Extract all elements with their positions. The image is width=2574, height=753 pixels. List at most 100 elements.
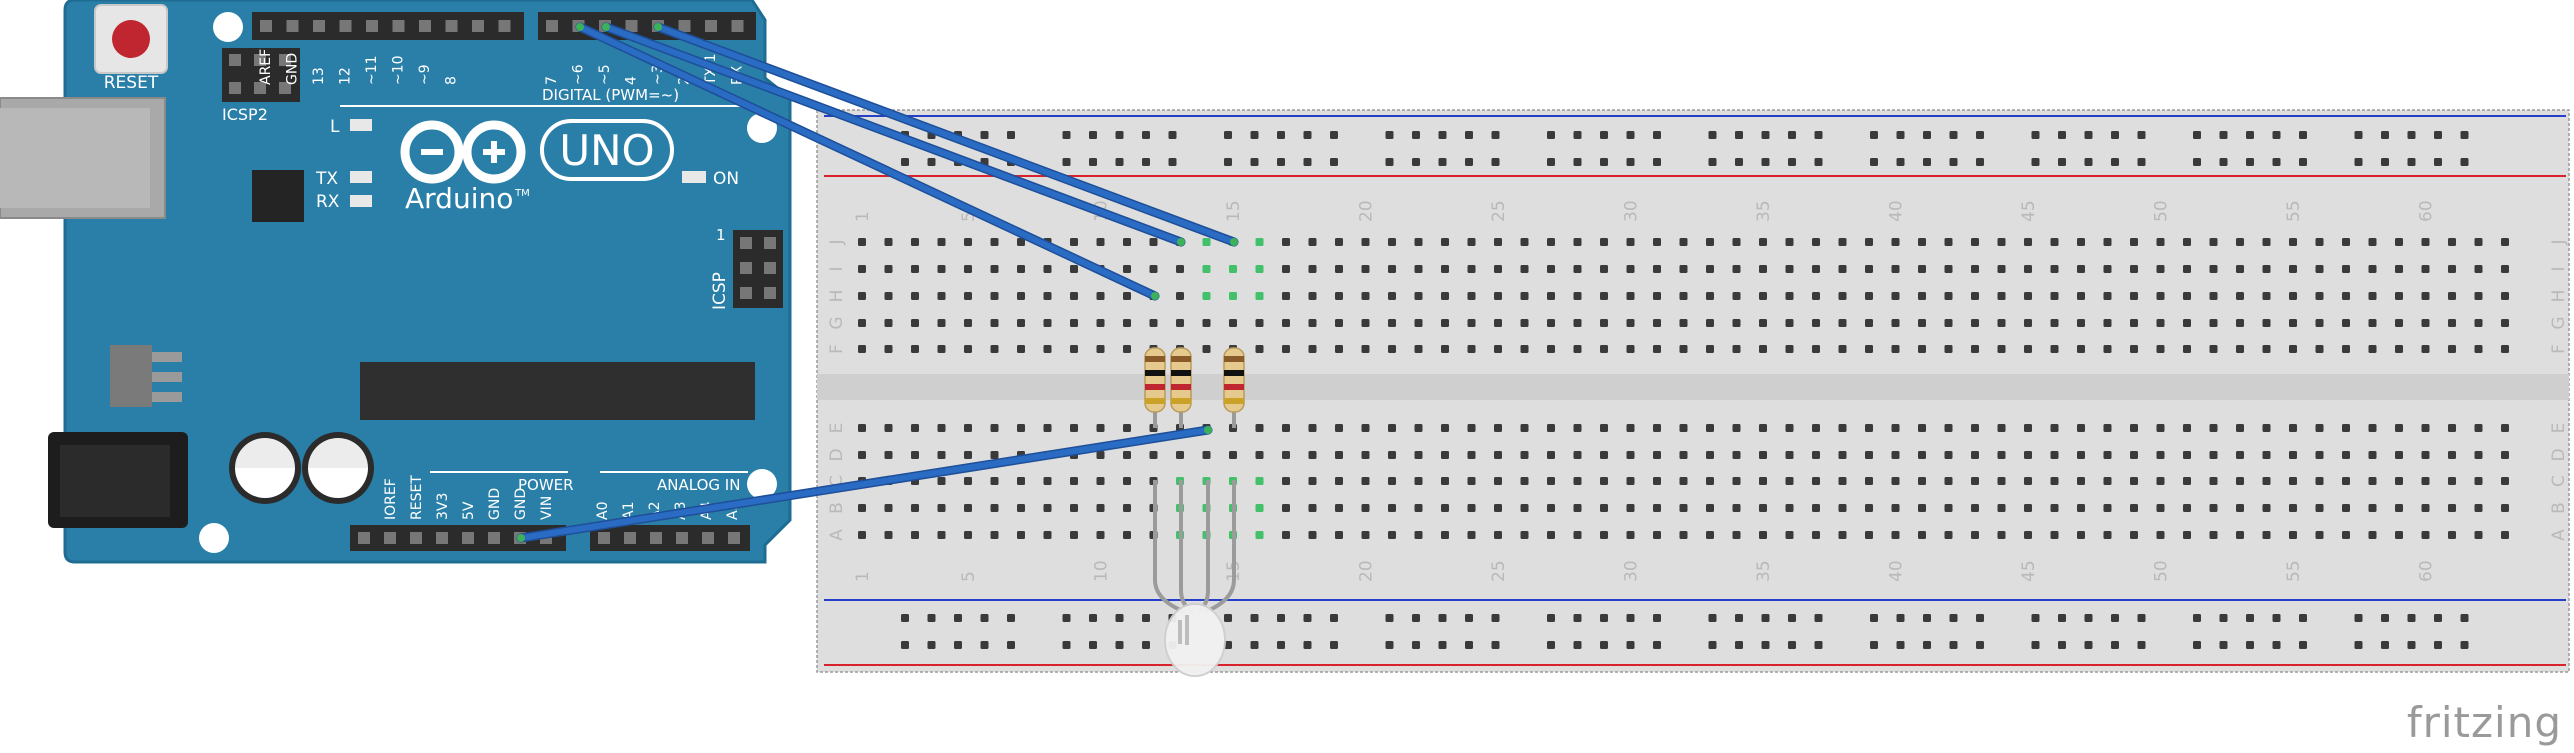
column-number: 30 [1622,560,1642,582]
pin-label: 4 [624,76,640,85]
row-letter: F [2549,344,2569,354]
digital-header-left [252,12,524,40]
pin-label: GND [487,488,503,520]
column-number: 30 [1622,200,1642,222]
arduino-logo [400,120,526,184]
capacitor [302,432,374,504]
column-number: 35 [1754,560,1774,582]
row-letter: D [2549,448,2569,461]
mounting-hole [213,12,243,42]
row-letter: I [2549,266,2569,271]
row-letter: B [2549,502,2569,514]
pin-label: ~6 [571,64,587,85]
uno-badge [540,119,674,181]
icsp-pin1-label: 1 [716,226,726,244]
pin-label: 13 [311,67,327,85]
column-number: 15 [1224,200,1244,222]
row-letter: A [2549,529,2569,541]
wires [516,22,1239,543]
column-number: 50 [2152,200,2172,222]
row-letter: I [827,266,847,271]
resistors [1144,347,1245,428]
column-number: 45 [2019,200,2039,222]
power-header-label: POWER [518,476,574,494]
row-letter: E [827,423,847,434]
column-number: 5 [959,211,979,222]
rgb-led-dome [1164,603,1226,677]
column-number: 60 [2417,200,2437,222]
power-header [350,525,566,551]
column-number: 10 [1092,560,1112,582]
row-letter: J [827,239,847,245]
fritzing-watermark: fritzing [2406,698,2562,747]
trademark-label: TM [514,188,530,199]
row-letter: B [827,502,847,514]
breadboard-holes [858,131,2509,649]
pin-label: RESET [409,475,425,520]
digital-header-right [538,12,756,40]
atmega-chip [360,362,755,420]
pin-label: ~11 [364,55,380,85]
icsp2-header [222,48,300,102]
analog-header [590,525,750,551]
icsp-header [733,230,783,308]
breadboard-center-channel [817,374,2569,400]
row-letter: E [2549,423,2569,434]
row-letter: H [827,290,847,303]
column-number: 20 [1357,200,1377,222]
row-letter: G [2549,316,2569,329]
icsp-label: ICSP [710,272,730,310]
arduino-pcb [63,0,792,564]
column-number: 25 [1489,200,1509,222]
small-ic [252,170,304,222]
column-number: 50 [2152,560,2172,582]
pin-label: ~9 [417,64,433,85]
led-tx [350,171,372,183]
reset-button-cap[interactable] [112,20,150,58]
pin-label: AREF [258,49,274,85]
pin-label: GND [513,488,529,520]
resistor [1170,347,1192,428]
row-letter: H [2549,290,2569,303]
row-letter: D [827,448,847,461]
led-rx-label: RX [316,192,340,212]
led-rx [350,195,372,207]
led-l-label: L [330,117,340,137]
led-on-label: ON [713,169,739,189]
row-letter: C [827,475,847,487]
row-letter: F [827,344,847,354]
row-letter: C [2549,475,2569,487]
resistor [1144,347,1166,428]
pin-label: 3V3 [435,493,451,520]
column-number: 5 [959,571,979,582]
column-number: 55 [2284,560,2304,582]
pin-label: GND [285,53,301,85]
pin-label: 7 [544,76,560,85]
pin-label: VIN [539,496,555,520]
column-number: 55 [2284,200,2304,222]
column-number: 1 [853,571,873,582]
column-number: 45 [2019,560,2039,582]
column-number: 60 [2417,560,2437,582]
resistor [1223,347,1245,428]
row-letter: G [827,316,847,329]
led-l [350,119,372,131]
column-number: 35 [1754,200,1774,222]
usb-connector-inner [0,108,150,208]
analog-header-label: ANALOG IN [657,476,740,494]
brand-label: Arduino [405,182,513,215]
row-letter: J [2549,239,2569,245]
led-on [682,171,706,183]
column-number: 25 [1489,560,1509,582]
led-tx-label: TX [315,169,338,189]
voltage-regulator [110,345,182,407]
reset-label: RESET [104,73,159,93]
row-letter: A [827,529,847,541]
pin-label: 8 [444,76,460,85]
